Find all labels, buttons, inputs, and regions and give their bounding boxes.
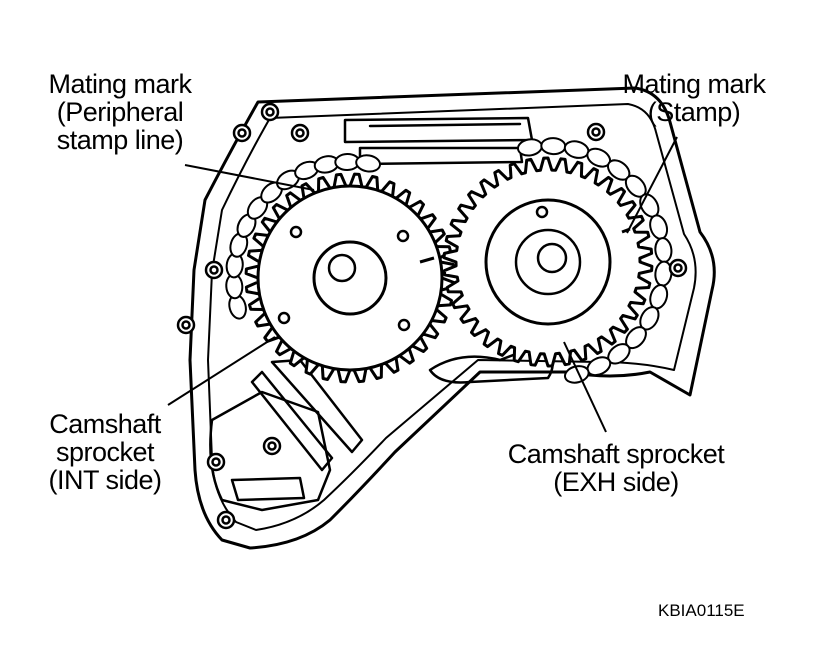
- bolt-center-icon: [237, 128, 247, 138]
- chain-tensioner: [209, 390, 332, 512]
- bolt-center-icon: [181, 320, 191, 330]
- cover-bolts: [176, 102, 688, 530]
- label-line: Camshaft sprocket: [507, 439, 725, 469]
- reference-code: KBIA0115E: [658, 601, 745, 620]
- cover-outline: [188, 86, 716, 550]
- bolt-center-icon: [591, 127, 601, 137]
- bolt-center-icon: [295, 128, 305, 138]
- leader-camshaft-exh: [563, 341, 607, 433]
- bolt-center-icon: [673, 263, 683, 273]
- chain-link: [564, 365, 590, 384]
- chain-link: [654, 237, 673, 264]
- bolt-center-icon: [265, 107, 275, 117]
- label-camshaft-int: Camshaft sprocket (INT side): [25, 410, 185, 494]
- label-line: sprocket: [55, 437, 155, 467]
- label-line: Mating mark: [622, 69, 766, 99]
- camshaft-sprocket-int: [244, 172, 456, 384]
- leader-mating-mark-exh: [626, 136, 678, 234]
- leader-mating-mark-int: [184, 164, 315, 191]
- camshaft-sprocket-exh: [442, 156, 654, 368]
- int-mating-mark: [419, 256, 435, 264]
- label-line: (Stamp): [647, 97, 741, 127]
- bolt-center-icon: [209, 265, 219, 275]
- label-line: (Peripheral: [56, 97, 184, 127]
- label-mating-mark-exh: Mating mark (Stamp): [598, 70, 790, 126]
- chain-link: [355, 154, 382, 173]
- chain-link: [540, 137, 567, 156]
- label-line: stamp line): [56, 125, 184, 155]
- label-line: Camshaft: [49, 409, 161, 439]
- label-camshaft-exh: Camshaft sprocket (EXH side): [476, 440, 756, 496]
- label-line: (EXH side): [553, 467, 679, 497]
- bolt-center-icon: [221, 515, 231, 525]
- cover-inner-outline: [207, 103, 697, 531]
- label-mating-mark-int: Mating mark (Peripheral stamp line): [30, 70, 210, 154]
- leader-camshaft-int: [167, 336, 276, 406]
- label-line: (INT side): [48, 465, 162, 495]
- bolt-center-icon: [267, 441, 277, 451]
- timing-chain: [225, 137, 673, 384]
- chain-link: [563, 140, 590, 159]
- label-line: Mating mark: [48, 69, 192, 99]
- bolt-center-icon: [211, 457, 221, 467]
